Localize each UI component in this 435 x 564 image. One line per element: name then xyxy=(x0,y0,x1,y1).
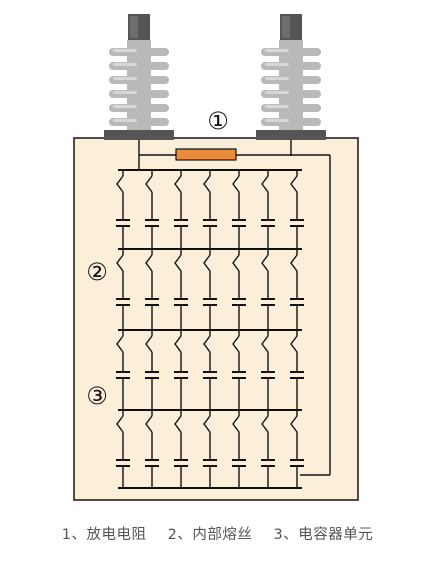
internal-fuse xyxy=(116,415,124,433)
discharge-resistor xyxy=(175,148,237,161)
left-bushing xyxy=(104,14,174,140)
bushing-cap-highlight xyxy=(282,16,290,38)
internal-fuse xyxy=(203,254,211,272)
internal-fuse xyxy=(290,254,298,272)
internal-fuse xyxy=(145,415,153,433)
internal-fuse xyxy=(174,415,182,433)
internal-fuse xyxy=(261,335,269,353)
bushing-shed-highlight xyxy=(265,63,289,66)
bushing-shed-highlight xyxy=(113,77,137,80)
internal-fuse xyxy=(174,254,182,272)
bushing-shed-highlight xyxy=(113,91,137,94)
internal-fuse xyxy=(261,175,269,193)
bushing-cap-highlight xyxy=(130,16,138,38)
internal-fuse xyxy=(116,175,124,193)
internal-fuse xyxy=(203,415,211,433)
internal-fuse xyxy=(232,254,240,272)
internal-fuse xyxy=(116,335,124,353)
internal-fuse xyxy=(145,254,153,272)
internal-fuse xyxy=(261,254,269,272)
capacitor-tank xyxy=(73,137,359,501)
bushing-shed-highlight xyxy=(113,49,137,52)
internal-fuse xyxy=(290,415,298,433)
internal-fuse xyxy=(116,254,124,272)
caption-item-fuse: 2、内部熔丝 xyxy=(167,527,253,543)
bushing-shed-highlight xyxy=(265,49,289,52)
right-bushing xyxy=(256,14,326,140)
caption-item-resistor: 1、放电电阻 xyxy=(61,527,147,543)
internal-fuse xyxy=(232,335,240,353)
internal-fuse xyxy=(145,175,153,193)
bushing-shed-highlight xyxy=(265,77,289,80)
internal-fuse xyxy=(174,175,182,193)
marker-resistor: ① xyxy=(207,107,229,135)
bushing-shed-highlight xyxy=(113,63,137,66)
bushing-shed-highlight xyxy=(113,119,137,122)
marker-fuse: ② xyxy=(86,258,108,286)
bushing-shed-highlight xyxy=(265,105,289,108)
bushing-shed-highlight xyxy=(113,105,137,108)
internal-fuse xyxy=(290,335,298,353)
internal-fuse xyxy=(145,335,153,353)
internal-fuse xyxy=(261,415,269,433)
capacitor-element-network xyxy=(116,140,331,489)
bushing-flange xyxy=(104,130,174,140)
internal-fuse xyxy=(232,415,240,433)
bushing-shed-highlight xyxy=(265,119,289,122)
internal-fuse xyxy=(203,335,211,353)
bushing-flange xyxy=(256,130,326,140)
internal-fuse xyxy=(232,175,240,193)
marker-capacitor-unit: ③ xyxy=(86,382,108,410)
bushing-shed-highlight xyxy=(265,91,289,94)
caption-item-capacitor: 3、电容器单元 xyxy=(273,527,374,543)
internal-fuse xyxy=(174,335,182,353)
internal-fuse xyxy=(290,175,298,193)
internal-fuse xyxy=(203,175,211,193)
legend-caption: 1、放电电阻 2、内部熔丝 3、电容器单元 xyxy=(0,523,435,544)
